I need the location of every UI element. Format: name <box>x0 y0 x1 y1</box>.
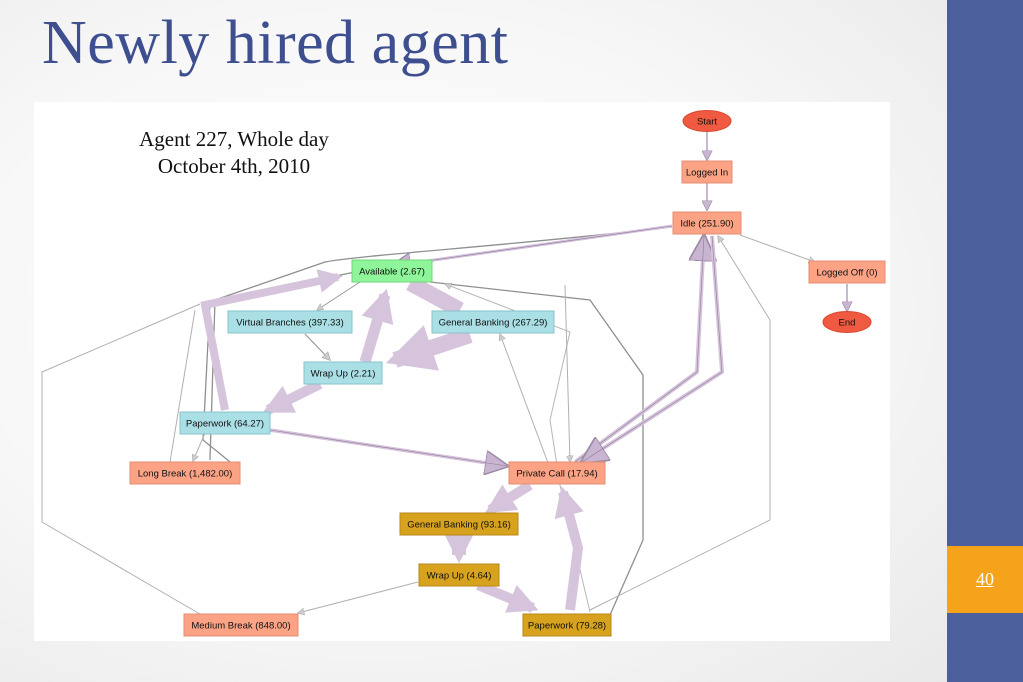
node-long-break: Long Break (1,482.00) <box>129 461 241 485</box>
edge-wrap1-to-paper1 <box>262 379 323 415</box>
edge-available-to-genbank1 <box>406 275 464 318</box>
node-shape <box>808 260 886 284</box>
caption-agent-line: Agent 227, Whole day <box>139 127 329 151</box>
node-label: Available (2.67) <box>359 267 425 278</box>
node-shape <box>351 259 433 283</box>
edge-genbank1-to-wrap1 <box>385 325 473 371</box>
node-shape <box>129 461 241 485</box>
edge-longbreak-to-virtual <box>169 309 196 463</box>
node-shape <box>508 461 606 485</box>
node-wrap1: Wrap Up (2.21) <box>303 361 383 385</box>
edge-paper1-to-longbreak <box>193 432 206 461</box>
node-label: Private Call (17.94) <box>516 469 597 480</box>
node-paper2: Paperwork (79.28) <box>522 613 612 637</box>
edge-idle-to-private-b-outline <box>581 235 723 463</box>
node-start: Start <box>682 110 732 132</box>
edge-available-loop-right <box>429 281 644 616</box>
diagram-edges <box>41 132 847 618</box>
node-shape <box>682 110 732 132</box>
node-label: Wrap Up (2.21) <box>311 369 376 380</box>
node-medium-break: Medium Break (848.00) <box>183 613 299 637</box>
edge-wrap2-to-paper2 <box>476 580 539 613</box>
edge-outer-left-loop <box>41 303 206 618</box>
edge-private-to-idle-a-outline <box>574 235 705 463</box>
node-shape <box>672 211 742 235</box>
diagram-caption: Agent 227, Whole day October 4th, 2010 <box>34 126 434 180</box>
node-paper1: Paperwork (64.27) <box>179 411 271 435</box>
node-label: Logged In <box>686 168 728 179</box>
edge-wrap1-to-available <box>359 288 394 364</box>
node-label: End <box>839 318 856 329</box>
node-shape <box>179 411 271 435</box>
node-label: Logged Off (0) <box>816 268 877 279</box>
node-gen-bank1: General Banking (267.29) <box>431 310 555 334</box>
node-end: End <box>822 311 872 333</box>
node-label: Start <box>697 117 717 128</box>
edge-idle-to-loggedoff <box>739 234 815 262</box>
node-label: Paperwork (64.27) <box>186 419 264 430</box>
node-label: General Banking (93.16) <box>407 520 511 531</box>
node-shape <box>227 310 353 334</box>
node-gen-bank2: General Banking (93.16) <box>399 512 519 536</box>
node-label: Idle (251.90) <box>680 219 733 230</box>
slide-title: Newly hired agent <box>42 9 509 77</box>
node-shape <box>681 160 733 184</box>
node-label: Wrap Up (4.64) <box>427 571 492 582</box>
edge-paper1-to-private-outline <box>269 429 508 467</box>
node-logged-in: Logged In <box>681 160 733 184</box>
node-label: Long Break (1,482.00) <box>138 469 233 480</box>
caption-date-line: October 4th, 2010 <box>157 154 311 178</box>
edge-private-to-idle-a <box>573 236 704 464</box>
edge-private-to-genbank1 <box>500 334 549 464</box>
node-shape <box>399 512 519 536</box>
node-shape <box>303 361 383 385</box>
edge-private-to-genbank2 <box>484 480 533 515</box>
node-private: Private Call (17.94) <box>508 461 606 485</box>
node-shape <box>183 613 299 637</box>
edge-wrap2-to-mediumbreak <box>298 581 419 613</box>
node-shape <box>822 311 872 333</box>
node-label: Medium Break (848.00) <box>191 621 290 632</box>
edge-idle-to-available-outline <box>391 225 673 267</box>
node-label: Virtual Branches (397.33) <box>236 318 344 329</box>
node-available: Available (2.67) <box>351 259 433 283</box>
node-label: General Banking (267.29) <box>439 318 548 329</box>
edge-available-to-private <box>564 284 570 462</box>
edge-available-to-virtual <box>317 281 361 310</box>
page-number-badge: 40 <box>947 546 1023 613</box>
edge-virtual-to-wrap1 <box>304 333 330 360</box>
edge-paper2-to-idle <box>589 236 771 611</box>
node-wrap2: Wrap Up (4.64) <box>418 563 500 587</box>
node-idle: Idle (251.90) <box>672 211 742 235</box>
node-virtual: Virtual Branches (397.33) <box>227 310 353 334</box>
edge-paper2-to-private <box>554 486 584 611</box>
node-shape <box>522 613 612 637</box>
node-shape <box>418 563 500 587</box>
node-shape <box>431 310 555 334</box>
edge-paper1-to-available <box>200 269 343 411</box>
node-logged-off: Logged Off (0) <box>808 260 886 284</box>
page-number[interactable]: 40 <box>976 569 994 589</box>
node-label: Paperwork (79.28) <box>528 621 606 632</box>
